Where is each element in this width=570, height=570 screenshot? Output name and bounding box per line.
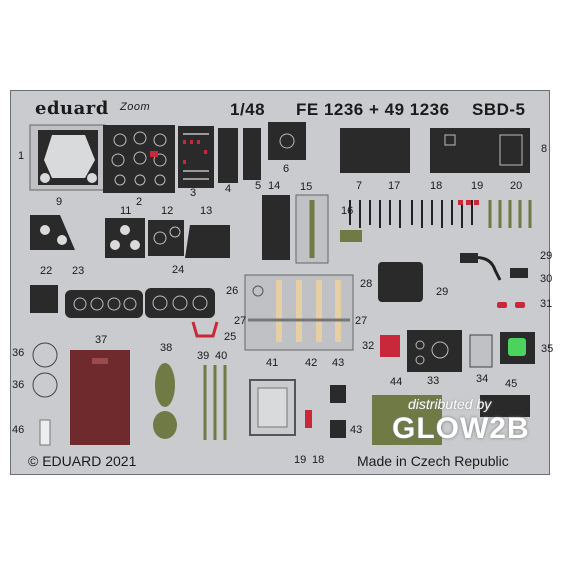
part-number: 37 — [95, 334, 108, 346]
part-number: 2 — [136, 196, 143, 208]
part-33 — [407, 330, 462, 372]
part-3-switches — [178, 126, 214, 188]
part-number: 7 — [356, 180, 363, 192]
part-41 — [249, 379, 296, 436]
part-number: 19 — [294, 454, 307, 466]
part-number: 18 — [312, 454, 325, 466]
part-number: 8 — [541, 143, 548, 155]
part-number: 28 — [360, 278, 373, 290]
part-number: 45 — [505, 378, 518, 390]
part-4 — [218, 128, 238, 183]
part-16 — [340, 230, 362, 242]
part-5 — [243, 128, 261, 180]
part-number: 29 — [436, 286, 449, 298]
part-9 — [30, 215, 75, 250]
part-46 — [39, 419, 51, 446]
part-number: 25 — [224, 331, 237, 343]
part-number: 29 — [540, 250, 553, 262]
part-43b — [330, 420, 346, 438]
part-number: 32 — [362, 340, 375, 352]
part-11 — [105, 218, 145, 258]
part-number: 46 — [12, 424, 25, 436]
part-number: 22 — [40, 265, 53, 277]
part-number: 14 — [268, 180, 281, 192]
part-37 — [70, 350, 130, 445]
part-36 — [32, 342, 58, 398]
part-number: 3 — [190, 187, 197, 199]
part-38 — [153, 363, 177, 439]
part-24 — [145, 288, 215, 318]
part-31 — [497, 302, 525, 308]
part-number: 19 — [471, 180, 484, 192]
part-number: 4 — [225, 183, 232, 195]
parts-39-40 — [203, 365, 227, 440]
part-number: 11 — [120, 205, 132, 217]
part-number: 15 — [300, 181, 313, 193]
part-25 — [191, 321, 219, 338]
part-6 — [268, 122, 306, 160]
part-number: 26 — [226, 285, 239, 297]
part-13 — [185, 225, 230, 258]
part-number: 20 — [510, 180, 523, 192]
part-number: 35 — [541, 343, 554, 355]
zoom-logo: Zoom — [120, 101, 151, 113]
parts-29-30 — [460, 253, 528, 281]
part-7 — [340, 128, 410, 173]
part-1-panel — [29, 124, 106, 191]
part-number: 13 — [200, 205, 213, 217]
watermark-line1: distributed by — [408, 396, 492, 412]
part-number: 6 — [283, 163, 290, 175]
part-number: 9 — [56, 196, 63, 208]
part-number: 38 — [160, 342, 173, 354]
model-name: SBD-5 — [472, 100, 526, 119]
part-23 — [65, 290, 143, 318]
part-44 — [372, 395, 442, 445]
part-number: 27 — [355, 315, 368, 327]
part-number: 43 — [332, 357, 345, 369]
part-number: 5 — [255, 180, 262, 192]
parts-17-20 — [349, 200, 532, 228]
part-number: 27 — [234, 315, 247, 327]
part-number: 41 — [266, 357, 279, 369]
part-42 — [305, 410, 312, 428]
part-number: 23 — [72, 265, 85, 277]
part-22 — [30, 285, 58, 313]
part-32 — [380, 335, 400, 357]
origin-text: Made in Czech Republic — [357, 453, 509, 469]
part-number: 39 — [197, 350, 210, 362]
part-number: 44 — [390, 376, 403, 388]
copyright-text: © EDUARD 2021 — [28, 453, 137, 469]
part-number: 43 — [350, 424, 363, 436]
part-number: 33 — [427, 375, 440, 387]
part-34 — [469, 334, 493, 368]
part-number: 12 — [161, 205, 174, 217]
part-14 — [262, 195, 290, 260]
part-number: 42 — [305, 357, 318, 369]
part-28 — [378, 262, 423, 302]
part-number: 40 — [215, 350, 228, 362]
part-number: 17 — [388, 180, 401, 192]
part-2-panel — [103, 125, 175, 193]
product-code: FE 1236 + 49 1236 — [296, 100, 450, 119]
part-number: 34 — [476, 373, 489, 385]
scale-label: 1/48 — [230, 100, 266, 119]
part-43a — [330, 385, 346, 403]
part-45 — [480, 395, 530, 417]
part-number: 31 — [540, 298, 553, 310]
part-number: 30 — [540, 273, 553, 285]
part-number: 24 — [172, 264, 185, 276]
part-number: 36 — [12, 347, 25, 359]
part-number: 16 — [341, 205, 354, 217]
watermark-logo: GLOW2B — [392, 412, 530, 445]
part-number: 18 — [430, 180, 443, 192]
part-number: 1 — [18, 150, 25, 162]
part-26 — [252, 285, 264, 297]
brand-logo: eduard — [35, 98, 109, 119]
part-number: 36 — [12, 379, 25, 391]
